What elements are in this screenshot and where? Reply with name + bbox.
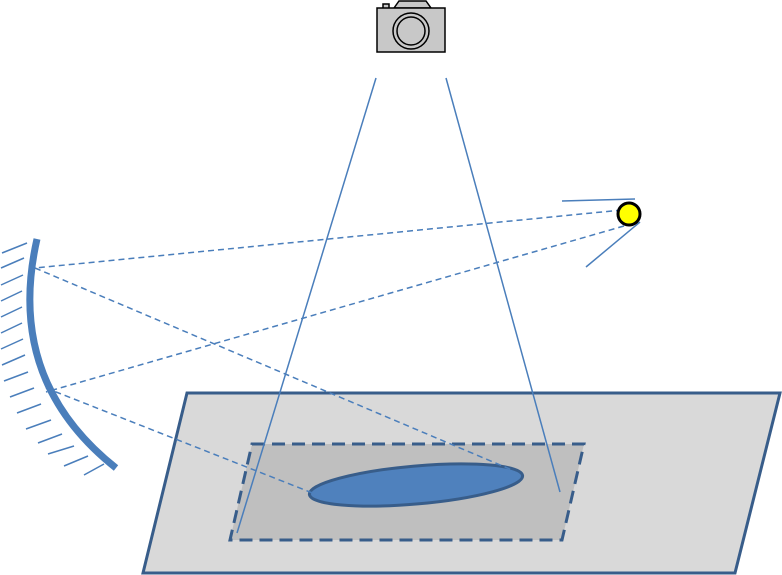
reflected-ray-bottom (45, 387, 316, 495)
mirror-surface (26, 238, 119, 471)
mirror-hatching (0, 242, 105, 476)
light-source (616, 201, 642, 227)
camera-view-ray-left (236, 77, 377, 534)
camera-view-ray-right (445, 77, 561, 493)
light-ray-to-mirror-top (34, 209, 623, 269)
light-ray-to-mirror-bottom (45, 225, 625, 393)
light-emission-line-lower (585, 221, 641, 268)
camera-icon (376, 0, 446, 53)
light-emission-line-upper (561, 198, 636, 202)
sample (307, 462, 525, 508)
reflected-ray-top (34, 267, 513, 471)
curved-mirror (0, 238, 119, 476)
